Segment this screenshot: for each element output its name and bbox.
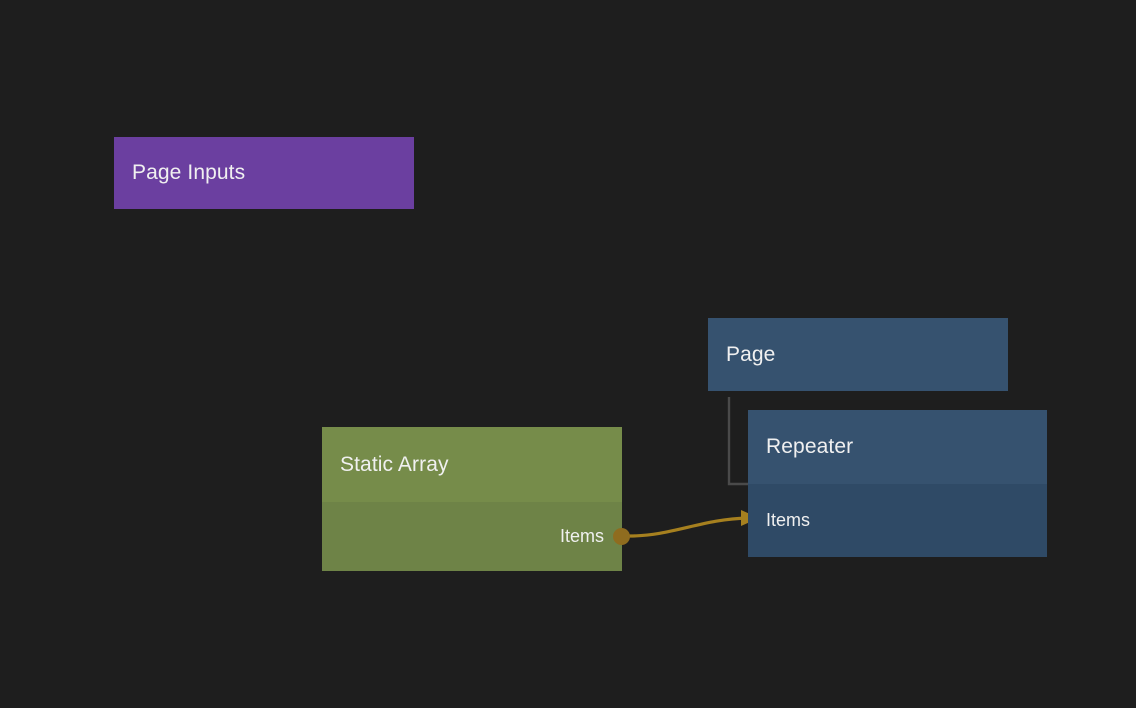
hierarchy-link-page-to-repeater	[727, 397, 748, 486]
port-row-static-array-items[interactable]: Items	[322, 502, 622, 571]
node-page-inputs[interactable]: Page Inputs	[114, 137, 414, 209]
port-label-static-array-items: Items	[559, 526, 604, 546]
node-static-array-body: Items	[322, 502, 622, 571]
node-page-title: Page	[726, 342, 776, 366]
port-dot-static-array-items[interactable]	[613, 528, 630, 545]
edge-static-array-items-to-repeater-items[interactable]	[628, 516, 750, 538]
port-row-repeater-items[interactable]: Items	[748, 484, 1047, 557]
node-repeater-body: Items	[748, 484, 1047, 557]
port-label-repeater-items: Items	[766, 510, 811, 530]
node-repeater[interactable]: Repeater Items	[748, 410, 1047, 557]
node-static-array[interactable]: Static Array Items	[322, 427, 622, 571]
node-static-array-title: Static Array	[322, 427, 622, 502]
node-page-inputs-title: Page Inputs	[132, 161, 246, 184]
node-page[interactable]: Page	[708, 318, 1008, 391]
node-repeater-title: Repeater	[748, 410, 1047, 484]
